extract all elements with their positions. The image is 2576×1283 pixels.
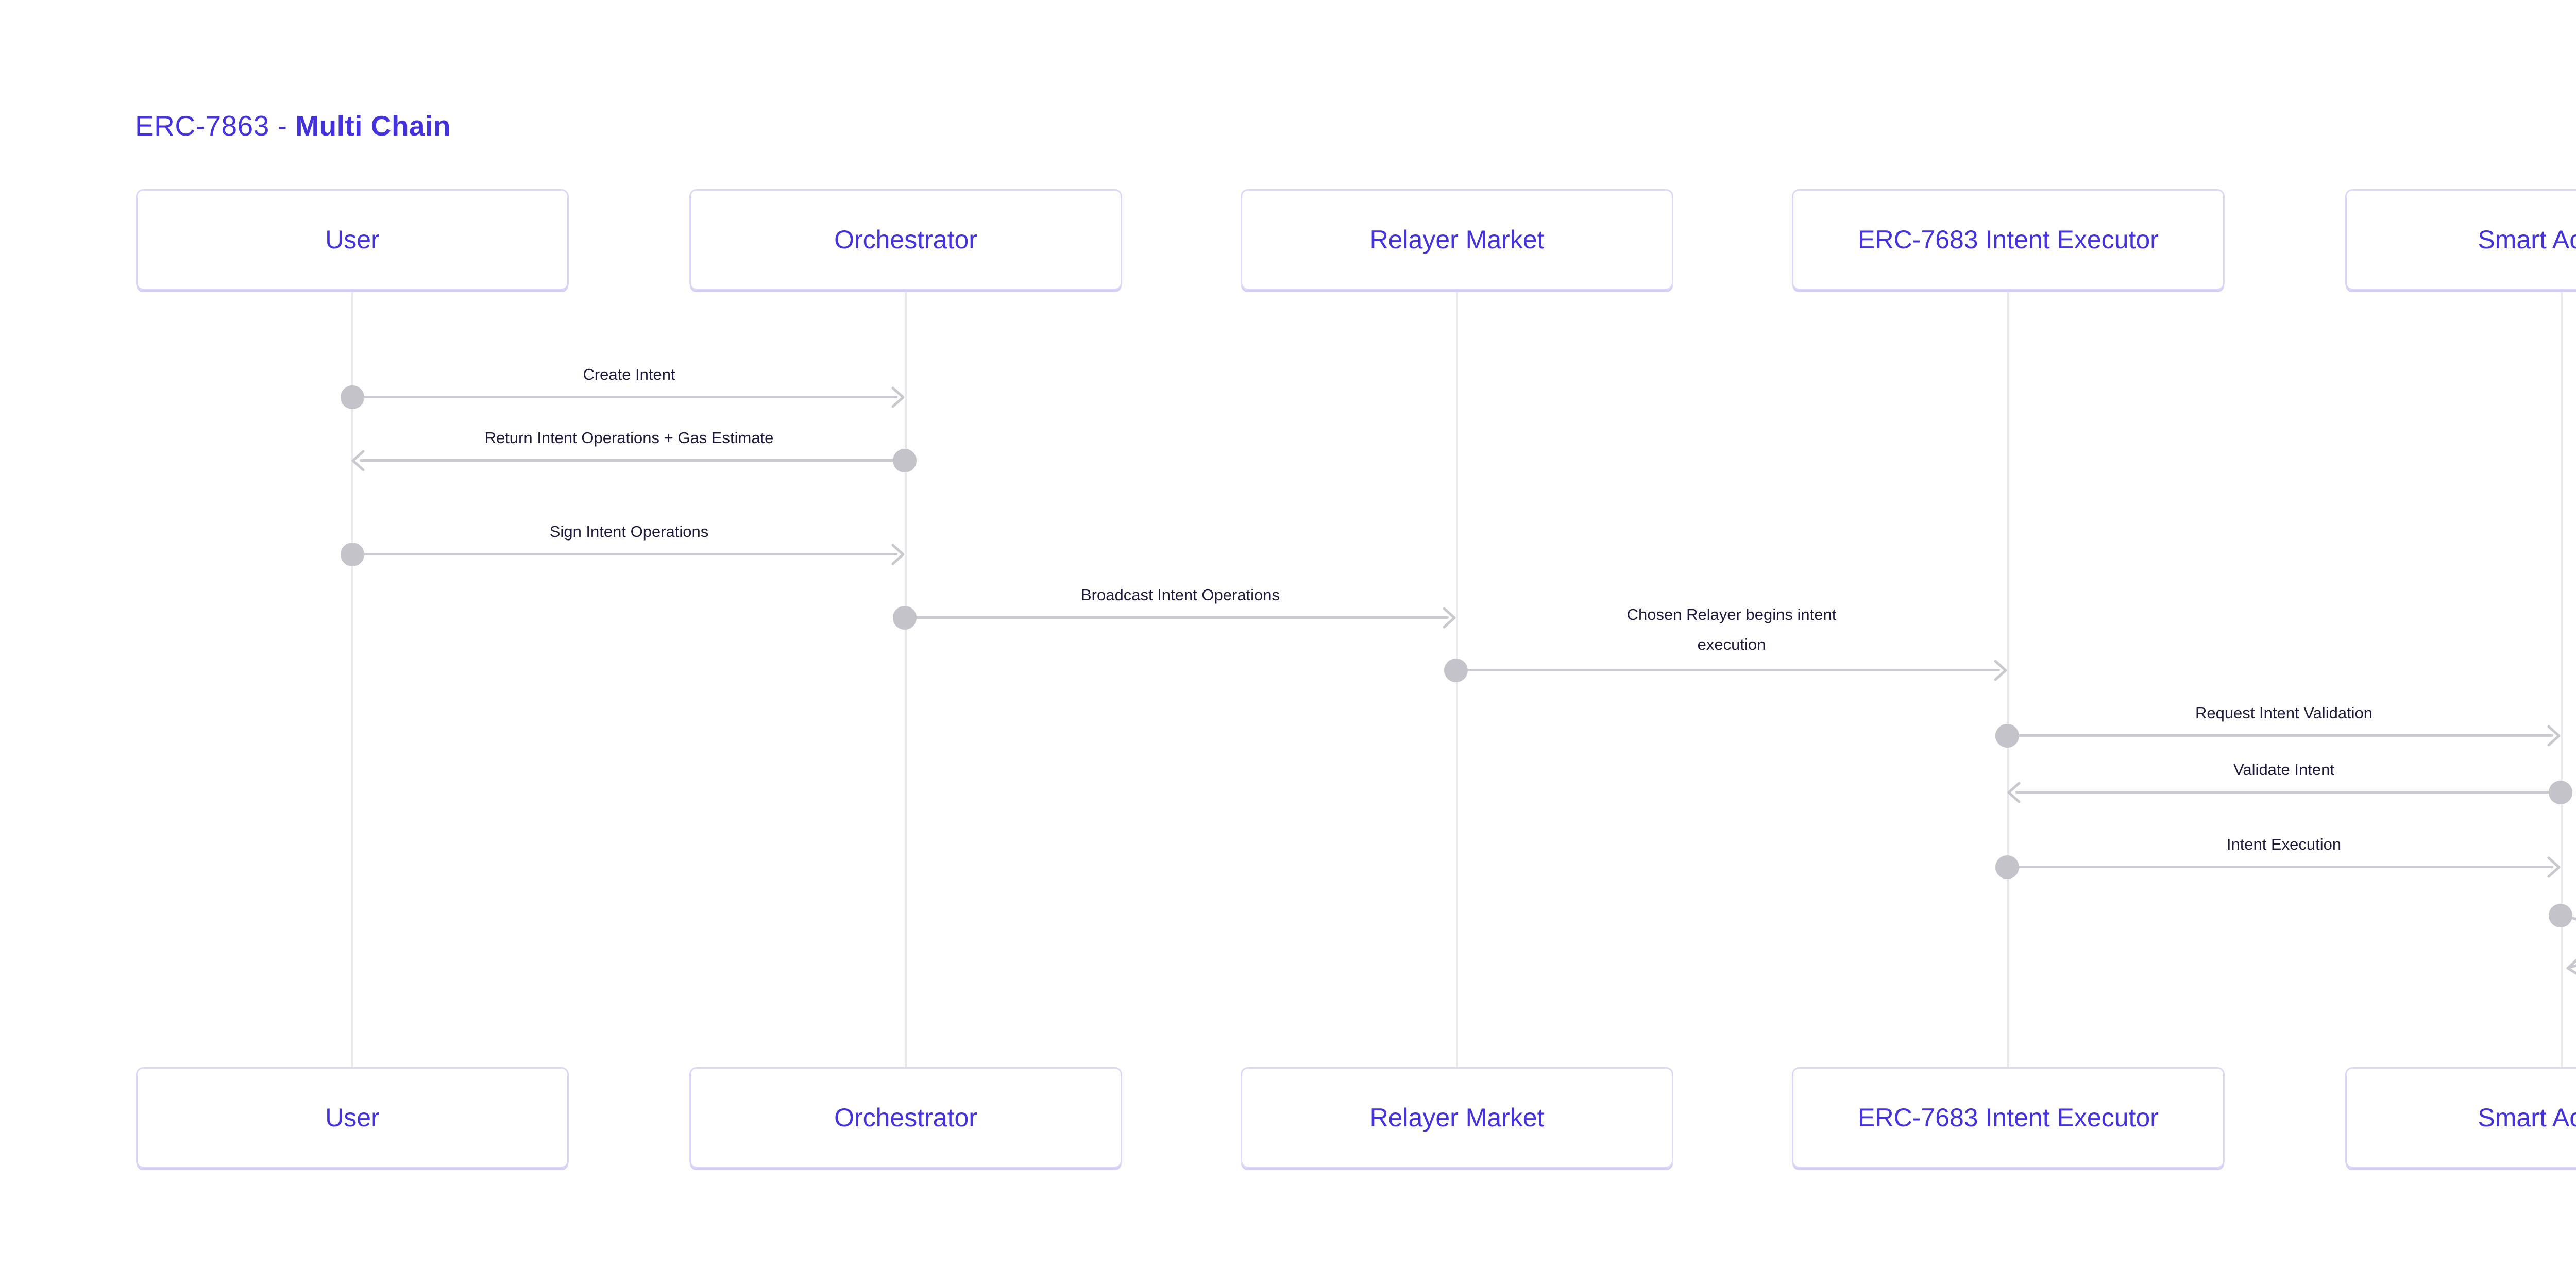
message-label: Create Intent [583, 365, 675, 383]
message-source-dot [893, 449, 917, 472]
arrowhead-right-icon [891, 386, 905, 408]
message-line [352, 396, 897, 398]
actor-intent-executor-top[interactable]: ERC-7683 Intent Executor [1792, 189, 2225, 290]
lifeline-smart-account [2561, 290, 2563, 1067]
arrowhead-right-icon [1994, 660, 2007, 681]
message-line [1457, 669, 2000, 671]
message-line [360, 459, 905, 462]
actor-intent-executor-bottom[interactable]: ERC-7683 Intent Executor [1792, 1067, 2225, 1168]
actor-relayer-market-bottom[interactable]: Relayer Market [1241, 1067, 1673, 1168]
message-label: Sign Intent Operations [549, 522, 709, 541]
message-source-dot [1995, 855, 2019, 879]
arrowhead-left-icon [351, 450, 365, 471]
lifeline-user [351, 290, 353, 1067]
arrowhead-right-icon [2547, 856, 2561, 878]
actor-user-top[interactable]: User [136, 189, 569, 290]
message-label: Return Intent Operations + Gas Estimate [484, 429, 774, 447]
message-label: Chosen Relayer begins intent execution [1627, 600, 1837, 660]
actor-smart-account-top[interactable]: Smart Account [2345, 189, 2576, 290]
message-label-line2: execution [1697, 635, 1766, 653]
message-label: Broadcast Intent Operations [1080, 586, 1280, 604]
diagram-title: ERC-7863 - Multi Chain [135, 109, 451, 142]
self-loop-arrow [2563, 915, 2576, 975]
message-label: Request Intent Validation [2195, 704, 2373, 722]
message-source-dot [341, 385, 364, 409]
lifeline-intent-executor [2007, 290, 2009, 1067]
actor-relayer-market-top[interactable]: Relayer Market [1241, 189, 1673, 290]
arrowhead-right-icon [1443, 607, 1456, 629]
message-source-dot [1444, 659, 1468, 682]
message-source-dot [341, 543, 364, 566]
message-line [2015, 791, 2561, 794]
message-label: Intent Execution [2226, 835, 2342, 853]
lifeline-orchestrator [905, 290, 907, 1067]
message-source-dot [2549, 781, 2572, 804]
actor-orchestrator-bottom[interactable]: Orchestrator [689, 1067, 1122, 1168]
message-line [2008, 734, 2553, 737]
message-source-dot [1995, 724, 2019, 748]
message-line [2008, 866, 2553, 868]
message-label: Validate Intent [2233, 761, 2334, 779]
arrowhead-right-icon [2547, 725, 2561, 747]
message-source-dot [2549, 904, 2572, 927]
actor-orchestrator-top[interactable]: Orchestrator [689, 189, 1122, 290]
diagram-title-prefix: ERC-7863 - [135, 110, 296, 142]
message-line [906, 616, 1449, 619]
diagram-title-emphasis: Multi Chain [295, 110, 451, 142]
message-line [352, 553, 897, 555]
message-label-line1: Chosen Relayer begins intent [1626, 605, 1837, 623]
arrowhead-left-icon [2007, 782, 2021, 803]
actor-user-bottom[interactable]: User [136, 1067, 569, 1168]
arrowhead-right-icon [891, 544, 905, 565]
message-source-dot [893, 606, 917, 630]
actor-smart-account-bottom[interactable]: Smart Account [2345, 1067, 2576, 1168]
